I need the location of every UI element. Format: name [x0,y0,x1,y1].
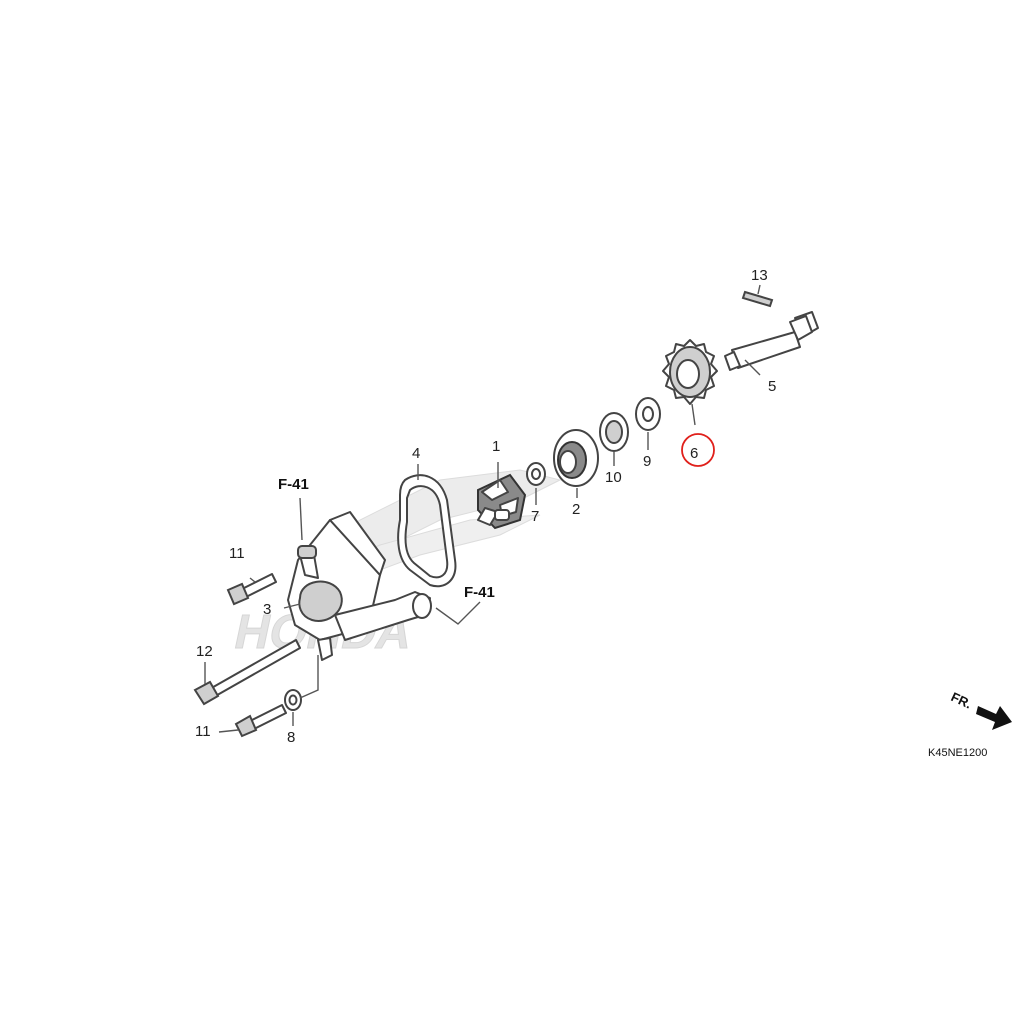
callout-11-upper: 11 [229,545,245,562]
callout-11-lower: 11 [195,723,211,740]
reference-label-f41-lower: F-41 [464,584,495,601]
mechanical-seal-part-2[interactable] [553,429,599,487]
callout-2: 2 [572,501,580,518]
callout-4: 4 [412,445,420,462]
gasket-part-4[interactable] [397,474,457,588]
callout-12: 12 [196,643,213,660]
highlight-circle [681,433,715,467]
pin-part-13[interactable] [741,290,774,308]
long-bolt-part-12[interactable] [193,639,301,706]
pump-shaft-part-5[interactable] [724,311,819,371]
bolt-part-11-lower[interactable] [234,704,287,738]
callout-10: 10 [605,469,622,486]
front-direction-label: FR. [949,689,974,711]
reference-label-f41-upper: F-41 [278,476,309,493]
pump-cover-part-3[interactable] [287,511,432,661]
callout-8: 8 [287,729,295,746]
catalog-code: K45NE1200 [928,747,987,759]
callout-5: 5 [768,378,776,395]
callout-6: 6 [690,445,698,462]
leader-lines [204,284,761,733]
gear-part-6[interactable] [662,339,718,405]
callout-7: 7 [531,508,539,525]
callout-1: 1 [492,438,500,455]
washer-part-9[interactable] [635,397,661,431]
oil-seal-part-10[interactable] [599,412,629,452]
impeller-part-1[interactable] [477,473,527,530]
callout-13: 13 [751,267,768,284]
callout-9: 9 [643,453,651,470]
bolt-part-11-upper[interactable] [226,573,277,606]
front-direction-indicator: FR. [949,689,1012,730]
washer-part-7[interactable] [526,462,546,486]
front-direction-arrow-icon [976,706,1012,730]
washer-part-8[interactable] [284,689,302,711]
callout-3: 3 [263,601,271,618]
